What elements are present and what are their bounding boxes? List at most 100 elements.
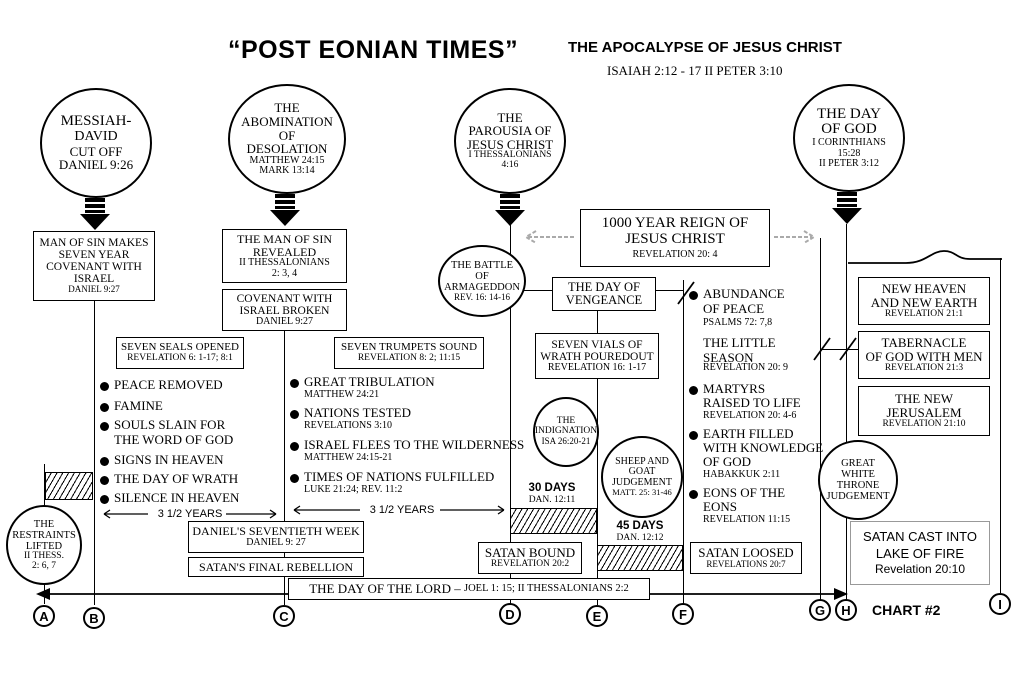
circle-abomination-line2: ABOMINATION <box>241 113 333 129</box>
circle-parousia-line4: I THESSALONIANS <box>468 150 552 161</box>
list-item: EARTH FILLED <box>689 426 794 442</box>
list-item: TIMES OF NATIONS FULFILLED <box>290 469 494 485</box>
circle-parousia-line5: 4:16 <box>501 160 519 171</box>
list-item-text: EONS OF THE <box>703 485 786 500</box>
box-text: THE MAN OF SIN <box>236 231 332 246</box>
box-covenant-broken: COVENANT WITH ISRAEL BROKEN DANIEL 9:27 <box>222 289 347 331</box>
list-item: SIGNS IN HEAVEN <box>100 452 224 468</box>
box-text: 1000 YEAR REIGN OF <box>601 215 749 231</box>
list-item-ref: PSALMS 72: 7,8 <box>703 317 773 328</box>
box-text: SEVEN SEALS OPENED <box>121 341 239 354</box>
box-text: TABERNACLE <box>881 335 967 351</box>
circle-messiah-line1: MESSIAH- <box>60 113 132 130</box>
list-item: NATIONS TESTED <box>290 405 411 421</box>
circle-text: THRONE <box>836 480 880 491</box>
list-item: THE WORD OF GOD <box>114 432 233 448</box>
list-item-ref: REVELATION 20: 4-6 <box>703 410 797 421</box>
bullet-icon <box>100 402 109 412</box>
circle-text: THE <box>33 518 55 530</box>
hatched-block-fortyfive-days <box>597 545 683 571</box>
circle-restraints-lifted: THE RESTRAINTS LIFTED II THESS. 2: 6, 7 <box>6 505 82 585</box>
box-text: DANIEL'S SEVENTIETH WEEK <box>192 524 360 539</box>
box-new-heaven: NEW HEAVEN AND NEW EARTH REVELATION 21:1 <box>858 277 990 325</box>
box-text: SATAN LOOSED <box>698 545 794 561</box>
box-day-of-vengeance: THE DAY OF VENGEANCE <box>552 277 656 311</box>
faint-arrow-left-icon <box>524 230 574 244</box>
connector-vengeance-left <box>510 290 552 291</box>
list-item: ISRAEL FLEES TO THE WILDERNESS <box>290 437 524 453</box>
box-ref: REVELATION 21:1 <box>884 308 964 319</box>
timeline-marker-a: A <box>33 605 55 627</box>
list-item-ref: REVELATIONS 3:10 <box>304 420 393 431</box>
list-item-text: EONS <box>703 499 737 514</box>
timeline-marker-g: G <box>809 599 831 621</box>
timeline-marker-e: E <box>586 605 608 627</box>
box-ref: DANIEL 9:27 <box>255 315 314 327</box>
box-text: THE DAY OF <box>568 279 640 294</box>
list-item-ref: MATTHEW 24:21 <box>304 389 380 400</box>
list-item-text: RAISED TO LIFE <box>703 395 801 410</box>
bullet-icon <box>689 385 698 395</box>
duration-label: 3 1/2 YEARS <box>369 504 435 516</box>
bullet-icon <box>689 430 698 440</box>
box-ref: REVELATION 16: 1-17 <box>547 361 647 373</box>
box-text: ISRAEL BROKEN <box>239 304 330 317</box>
list-item-ref: LUKE 21:24; REV. 11:2 <box>304 484 403 495</box>
circle-text: RESTRAINTS <box>12 529 76 541</box>
box-man-of-sin-covenant: MAN OF SIN MAKES SEVEN YEAR COVENANT WIT… <box>33 231 155 301</box>
box-text: SEVEN YEAR <box>58 249 130 262</box>
box-lake-of-fire: SATAN CAST INTO LAKE OF FIRE Revelation … <box>850 521 990 585</box>
box-text: SATAN'S FINAL REBELLION <box>198 559 354 574</box>
timeline-line-i <box>1000 258 1001 593</box>
box-ref: REVELATION 20:2 <box>490 558 570 569</box>
timeline-marker-i: I <box>989 593 1011 615</box>
box-satan-bound: SATAN BOUND REVELATION 20:2 <box>478 542 582 574</box>
box-new-jerusalem: THE NEW JERUSALEM REVELATION 21:10 <box>858 386 990 436</box>
timeline-line-d <box>510 225 511 605</box>
pointer-icon <box>270 194 300 226</box>
bullet-icon <box>100 421 109 431</box>
circle-day-of-god-line1: THE DAY <box>816 105 882 122</box>
box-text: SATAN CAST INTO <box>863 529 977 545</box>
thirty-days-label: 30 DAYS <box>528 482 576 494</box>
circle-abomination-line5: MATTHEW 24:15 <box>249 154 325 166</box>
duration-label: 3 1/2 YEARS <box>157 508 223 520</box>
list-item-text: ISRAEL FLEES TO THE WILDERNESS <box>304 437 525 452</box>
circle-abomination-line4: DESOLATION <box>246 141 328 157</box>
circle-day-of-god-line4: 15:28 <box>837 147 861 159</box>
circle-text: SHEEP AND <box>615 455 669 467</box>
circle-messiah-line3: CUT OFF <box>69 143 123 159</box>
box-text: ISRAEL <box>73 273 115 286</box>
circle-day-of-god-line5: II PETER 3:12 <box>819 158 879 169</box>
circle-text: ARMAGEDDON <box>444 281 520 293</box>
list-item-text: THE DAY OF WRATH <box>114 471 239 486</box>
box-tabernacle: TABERNACLE OF GOD WITH MEN REVELATION 21… <box>858 331 990 379</box>
list-item-text: SOULS SLAIN FOR <box>114 417 226 432</box>
circle-armageddon: THE BATTLE OF ARMAGEDDON REV. 16: 14-16 <box>438 245 526 317</box>
timeline-line-c <box>284 330 285 605</box>
box-ref: Revelation 20:10 <box>874 561 966 576</box>
list-item: SILENCE IN HEAVEN <box>100 490 239 506</box>
box-text: JERUSALEM <box>886 405 962 421</box>
circle-text: II THESS. <box>24 550 64 561</box>
box-thousand-year-reign: 1000 YEAR REIGN OF JESUS CHRIST REVELATI… <box>580 209 770 267</box>
fortyfive-days-label: 45 DAYS <box>616 520 664 532</box>
list-item-text: SIGNS IN HEAVEN <box>114 452 224 467</box>
box-text: WRATH POUREDOUT <box>540 350 654 363</box>
circle-text: THE BATTLE <box>450 259 514 271</box>
box-ref: REVELATION 21:10 <box>882 418 966 429</box>
pointer-icon <box>80 198 110 230</box>
arrow-span-icon <box>293 505 505 515</box>
circle-day-of-god: THE DAY OF GOD I CORINTHIANS 15:28 II PE… <box>793 84 905 192</box>
box-ref: DANIEL 9:27 <box>68 284 120 295</box>
list-item-text: THE LITTLE <box>703 335 776 350</box>
circle-sheep-goat: SHEEP AND GOAT JUDGEMENT MATT. 25: 31-46 <box>601 436 683 518</box>
box-text: SEVEN VIALS OF <box>551 338 643 351</box>
list-item-text: OF GOD <box>703 454 752 469</box>
timeline-marker-c: C <box>273 605 295 627</box>
list-item: EONS OF THE <box>689 485 785 501</box>
fortyfive-days-ref: DAN. 12:12 <box>616 533 664 543</box>
timeline-marker-d: D <box>499 603 521 625</box>
list-item-ref: REVELATION 11:15 <box>703 514 791 525</box>
circle-text: INDIGNATION <box>534 426 598 437</box>
